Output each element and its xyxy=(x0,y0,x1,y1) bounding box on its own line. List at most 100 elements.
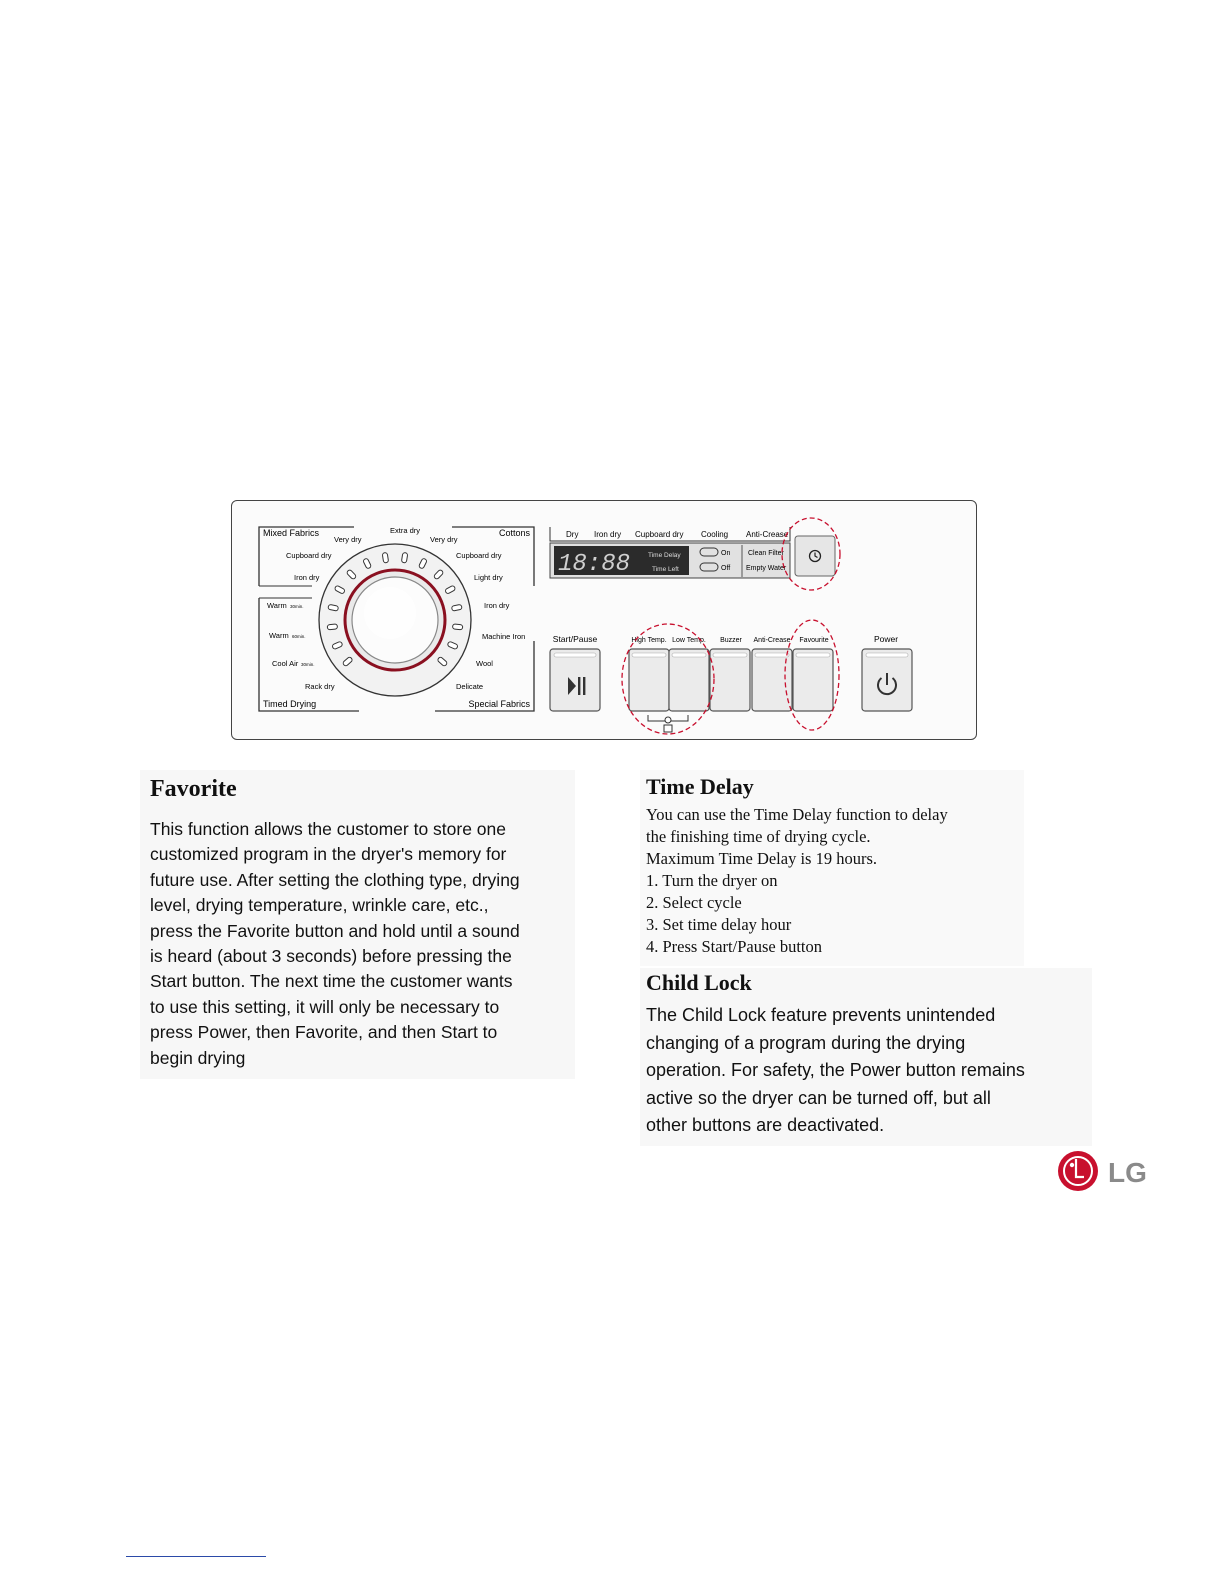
label-buzzer: Buzzer xyxy=(720,637,742,644)
highlight-favourite xyxy=(784,619,840,731)
dial-label: Light dry xyxy=(474,573,503,582)
lcd-time-delay: Time Delay xyxy=(648,552,681,559)
time-delay-line: You can use the Time Delay function to d… xyxy=(646,805,948,824)
favorite-line: customized program in the dryer's memory… xyxy=(150,844,507,865)
low-temp-button[interactable] xyxy=(668,648,710,712)
anti-crease-button[interactable] xyxy=(751,648,793,712)
high-temp-button[interactable] xyxy=(628,648,670,712)
dial-mark xyxy=(332,641,343,650)
highlight-temperature xyxy=(621,623,715,735)
time-delay-line: the finishing time of drying cycle. xyxy=(646,827,871,846)
dial-position-marks xyxy=(326,552,464,667)
power-icon xyxy=(877,673,897,696)
status-dry: Dry xyxy=(566,530,578,539)
lg-logo: LG xyxy=(1058,1151,1147,1191)
favorite-line: This function allows the customer to sto… xyxy=(150,819,507,839)
dial-mark xyxy=(445,585,456,594)
child-lock-line: The Child Lock feature prevents unintend… xyxy=(646,1005,996,1025)
favorite-line: level, drying temperature, wrinkle care,… xyxy=(150,895,489,916)
child-lock-section: Child Lock The Child Lock feature preven… xyxy=(640,968,1092,1146)
dial-label: Iron dry xyxy=(294,573,320,582)
status-anti-crease: Anti-Crease xyxy=(746,530,789,539)
label-anti-crease: Anti-Crease xyxy=(754,637,791,644)
play-pause-icon xyxy=(568,677,586,695)
dial-label: Cupboard dry xyxy=(286,551,332,560)
favorite-body: This function allows the customer to sto… xyxy=(150,817,565,1071)
dial-label: Machine Iron xyxy=(482,632,525,641)
label-low-temp: Low Temp. xyxy=(672,637,706,644)
dial-label: Iron dry xyxy=(484,601,510,610)
dial-mark xyxy=(334,585,345,594)
child-lock-line: operation. For safety, the Power button … xyxy=(646,1060,1025,1081)
program-dial[interactable] xyxy=(318,543,472,697)
dial-label: Rack dry xyxy=(305,682,335,691)
dial-label: Wool xyxy=(476,659,493,668)
dial-unit: 30min. xyxy=(290,604,304,609)
child-lock-title: Child Lock xyxy=(646,970,752,995)
status-cooling: Cooling xyxy=(701,530,728,539)
favorite-line: is heard (about 3 seconds) before pressi… xyxy=(150,946,512,967)
lg-logo-text: LG xyxy=(1108,1157,1147,1188)
group-mixed-fabrics: Mixed Fabrics xyxy=(263,528,320,538)
dial-mark xyxy=(363,558,372,569)
footnote-rule xyxy=(126,1556,266,1557)
power-button[interactable] xyxy=(861,648,913,712)
child-lock-line: other buttons are deactivated. xyxy=(646,1115,885,1136)
dial-mark xyxy=(326,623,338,631)
time-delay-line: Maximum Time Delay is 19 hours. xyxy=(646,849,878,868)
dial-mark xyxy=(401,552,408,564)
dial-unit: 30min. xyxy=(301,662,315,667)
group-special-fabrics: Special Fabrics xyxy=(468,699,530,709)
time-delay-step: 3. Set time delay hour xyxy=(646,915,792,934)
dial-label: Cupboard dry xyxy=(456,551,502,560)
dial-mark xyxy=(452,623,464,631)
dial-mark xyxy=(327,604,339,612)
buzzer-button[interactable] xyxy=(709,648,751,712)
child-lock-line: changing of a program during the drying xyxy=(646,1032,966,1053)
dryer-control-panel: Mixed Fabrics Cottons Timed Drying Speci… xyxy=(231,500,977,740)
time-delay-step: 2. Select cycle xyxy=(646,893,742,912)
status-iron-dry: Iron dry xyxy=(594,530,621,539)
child-lock-body: The Child Lock feature prevents unintend… xyxy=(646,1002,1086,1140)
favorite-line: future use. After setting the clothing t… xyxy=(150,869,520,890)
lcd-time-left: Time Left xyxy=(652,566,679,573)
dial-mark xyxy=(346,569,357,580)
start-pause-button[interactable] xyxy=(549,648,601,712)
dial-mark xyxy=(382,552,389,564)
time-delay-title: Time Delay xyxy=(646,774,754,799)
dial-mark xyxy=(447,641,458,650)
dial-label: Delicate xyxy=(456,682,483,691)
child-lock-line: active so the dryer can be turned off, b… xyxy=(646,1087,991,1108)
status-cupboard-dry: Cupboard dry xyxy=(635,530,683,539)
time-delay-step: 4. Press Start/Pause button xyxy=(646,937,822,956)
time-delay-section: Time Delay You can use the Time Delay fu… xyxy=(640,770,1024,966)
favorite-line: press the Favorite button and hold until… xyxy=(150,920,520,941)
child-lock-icon xyxy=(663,716,673,733)
time-delay-button[interactable] xyxy=(794,535,836,577)
lcd-clean-filter: Clean Filter xyxy=(748,550,784,557)
dial-mark xyxy=(433,569,444,580)
clock-icon xyxy=(808,549,822,563)
dial-label: Very dry xyxy=(430,535,458,544)
label-start-pause: Start/Pause xyxy=(553,634,598,644)
lcd-on: On xyxy=(721,550,730,557)
dial-mark xyxy=(437,656,448,667)
group-timed-drying: Timed Drying xyxy=(263,699,316,709)
favorite-line: to use this setting, it will only be nec… xyxy=(150,996,500,1017)
dial-mark xyxy=(342,656,353,667)
lcd-digits: 18:88 xyxy=(558,551,630,578)
label-high-temp: High Temp. xyxy=(631,637,666,644)
dial-label: Cool Air xyxy=(272,659,299,668)
group-cottons: Cottons xyxy=(499,528,531,538)
dial-unit: 60min. xyxy=(292,634,306,639)
highlight-time-delay xyxy=(781,517,841,591)
dial-label: Warm xyxy=(267,601,287,610)
favorite-line: begin drying xyxy=(150,1047,246,1068)
favorite-line: press Power, then Favorite, and then Sta… xyxy=(150,1022,498,1043)
lcd-off: Off xyxy=(721,565,730,572)
dial-label: Warm xyxy=(269,631,289,640)
control-panel-drawing: Mixed Fabrics Cottons Timed Drying Speci… xyxy=(258,517,913,735)
dial-label: Very dry xyxy=(334,535,362,544)
favourite-button[interactable] xyxy=(792,648,834,712)
label-favourite: Favourite xyxy=(799,637,828,644)
